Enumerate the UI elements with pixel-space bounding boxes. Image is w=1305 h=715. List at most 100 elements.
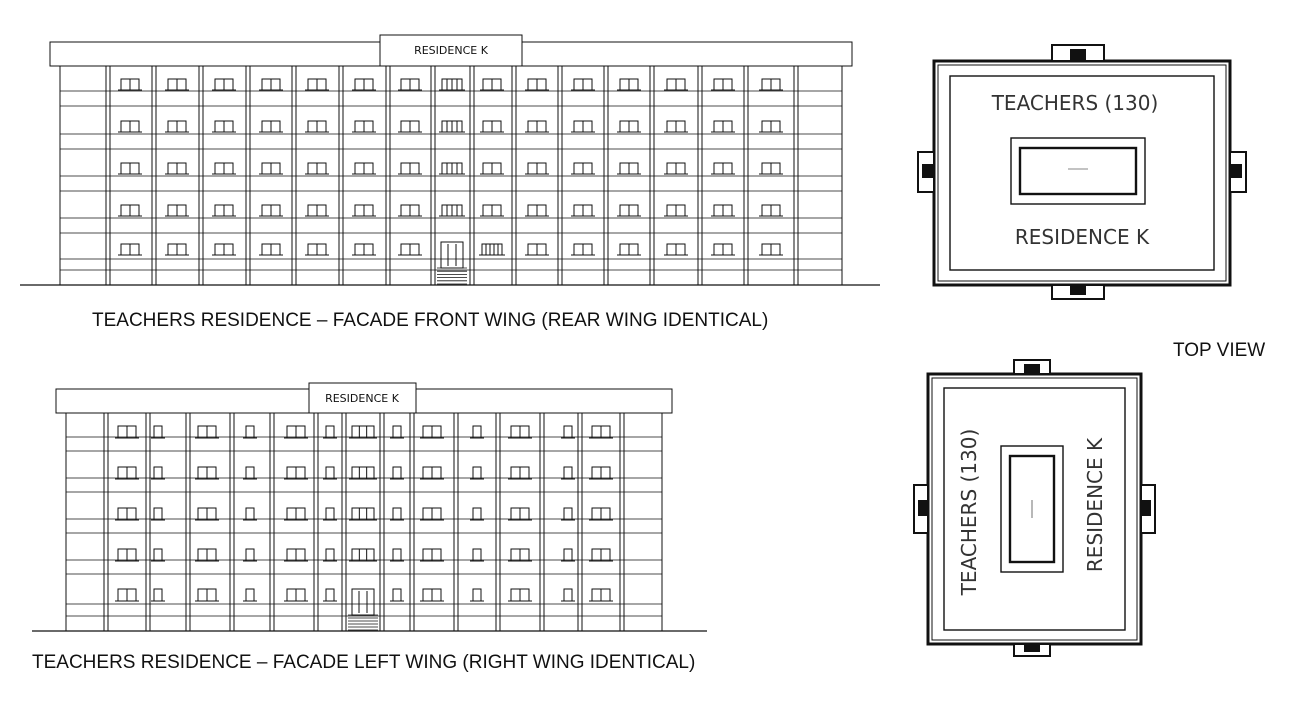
left-window [323,548,337,562]
front-window [212,78,236,91]
front-window [165,204,189,217]
left-window [323,507,337,521]
left-window [195,507,219,521]
front-window [479,243,505,256]
left-window [195,466,219,480]
plan-upper-outer-wall-inner [937,64,1227,282]
left-facade-caption: TEACHERS RESIDENCE – FACADE LEFT WING (R… [32,652,696,673]
left-window [284,588,308,602]
left-window [284,507,308,521]
front-window [711,243,735,256]
left-window [349,466,377,480]
left-window [349,548,377,562]
left-window [243,588,257,602]
left-window [195,425,219,439]
left-window [151,507,165,521]
front-window [525,162,549,175]
front-window [118,78,142,91]
left-window [349,507,377,521]
front-window [571,204,595,217]
front-facade-caption: TEACHERS RESIDENCE – FACADE FRONT WING (… [92,310,769,331]
front-window [118,162,142,175]
plan-lower-inner-wall [943,387,1126,631]
left-window [390,548,404,562]
front-window [352,162,376,175]
plan-upper: TEACHERS (130) RESIDENCE K [917,44,1247,300]
plan-lower-courtyard-outer [1000,445,1064,573]
front-window [759,162,783,175]
front-window [165,120,189,133]
left-window [589,548,613,562]
front-window [711,162,735,175]
plan-upper-courtyard-inner [1018,146,1138,196]
left-window [561,548,575,562]
left-window [508,466,532,480]
front-window [480,162,504,175]
front-sign-board [379,34,523,67]
front-window [664,162,688,175]
left-window [115,588,139,602]
plan-upper-label-bottom: RESIDENCE K [1015,225,1150,249]
front-window [525,78,549,91]
left-window [470,425,484,439]
left-window [195,588,219,602]
left-window [115,507,139,521]
front-window [165,162,189,175]
left-window [508,425,532,439]
front-window [439,120,465,133]
front-window [711,120,735,133]
front-window [525,243,549,256]
front-window [212,162,236,175]
front-window [305,204,329,217]
front-windows [118,78,783,256]
front-window [617,204,641,217]
front-entrance-stairs [437,267,467,285]
front-window [118,120,142,133]
front-window [664,120,688,133]
front-window [525,204,549,217]
left-window [589,507,613,521]
front-floor-lines [60,90,842,271]
left-sign-label: RESIDENCE K [325,392,400,405]
plan-lower-label-left: TEACHERS (130) [957,429,981,597]
front-window [398,243,422,256]
left-window [508,507,532,521]
front-window [759,120,783,133]
left-window [589,425,613,439]
left-window [470,588,484,602]
left-window [284,548,308,562]
left-window [151,425,165,439]
front-window [352,120,376,133]
left-window [470,507,484,521]
front-window [305,243,329,256]
front-window [398,78,422,91]
front-window [259,78,283,91]
front-window [617,243,641,256]
front-window [352,78,376,91]
front-columns [105,66,799,285]
front-window [480,120,504,133]
left-window [284,425,308,439]
plan-lower: TEACHERS (130) RESIDENCE K [913,359,1156,657]
left-window [151,466,165,480]
front-window [617,120,641,133]
left-window [243,425,257,439]
left-window [589,588,613,602]
front-window [352,204,376,217]
left-floor-lines [66,436,662,617]
front-window [711,204,735,217]
left-windows [115,425,613,602]
left-window [151,548,165,562]
left-window [589,466,613,480]
left-window [561,507,575,521]
front-window [165,78,189,91]
front-window [664,243,688,256]
left-window [115,466,139,480]
left-window [420,507,444,521]
front-window [165,243,189,256]
front-window [259,162,283,175]
front-window [305,162,329,175]
left-window [508,548,532,562]
left-window [243,466,257,480]
front-window [305,120,329,133]
